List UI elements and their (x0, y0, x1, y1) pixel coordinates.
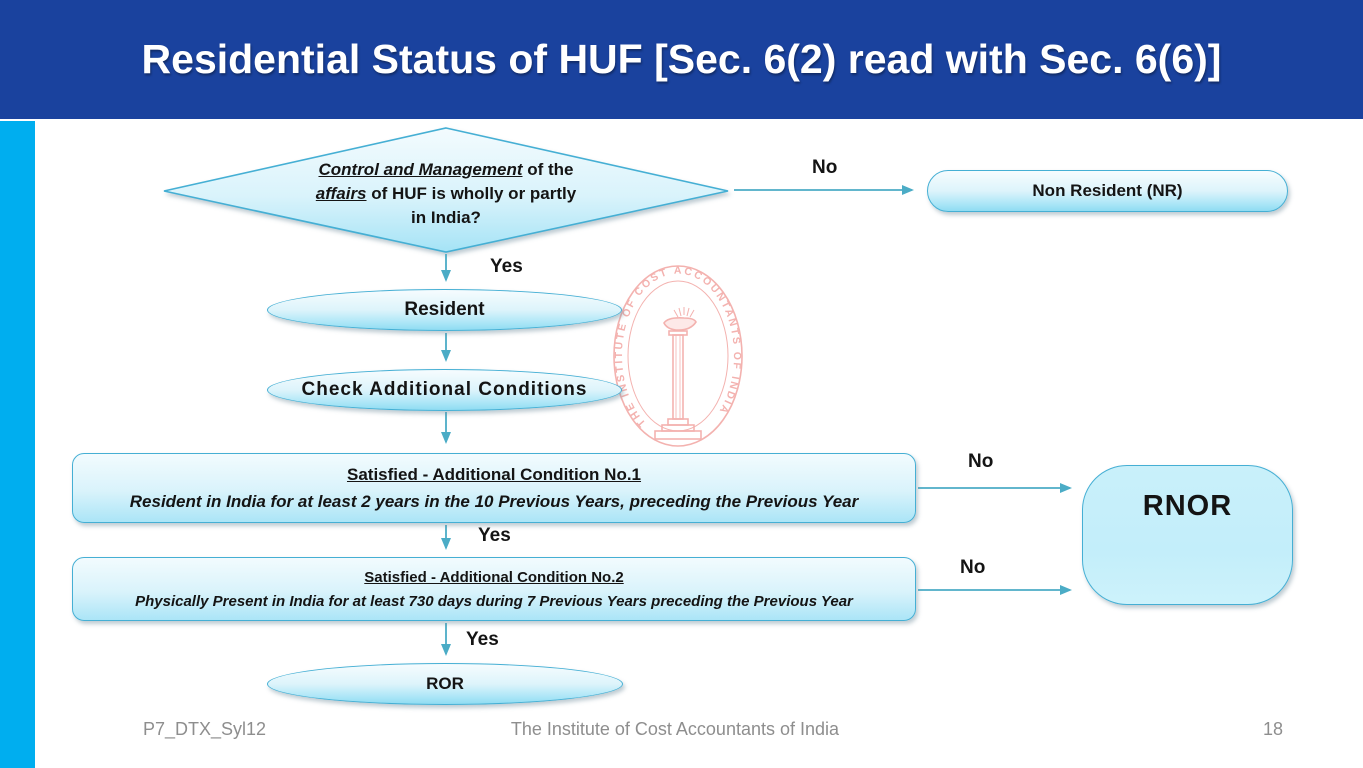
node-condition-2: Satisfied - Additional Condition No.2 Ph… (72, 557, 916, 621)
footer-page-number: 18 (1262, 719, 1283, 739)
condition-1-body: Resident in India for at least 2 years i… (129, 491, 859, 511)
institute-watermark-logo: THE INSTITUTE OF COST ACCOUNTANTS OF IND… (613, 265, 743, 447)
decision-diamond-text: Control and Management of the affairs of… (314, 158, 578, 230)
edge-label-yes-diamond: Yes (490, 256, 523, 277)
accent-stripe (0, 121, 35, 768)
decision-text-mid: of the (522, 160, 574, 179)
edge-label-no-cond1: No (968, 451, 994, 472)
condition-1-title: Satisfied - Additional Condition No.1 (346, 464, 642, 484)
node-non-resident: Non Resident (NR) (927, 170, 1288, 212)
edge-label-no-cond2: No (960, 557, 986, 578)
decision-text-end: of HUF is wholly or partly in India? (366, 184, 577, 227)
node-check-additional-conditions: Check Additional Conditions (267, 369, 622, 411)
condition-2-title: Satisfied - Additional Condition No.2 (364, 568, 624, 586)
condition-2-body: Physically Present in India for at least… (135, 592, 853, 610)
edge-label-yes-cond1: Yes (478, 525, 511, 546)
title-bar: Residential Status of HUF [Sec. 6(2) rea… (0, 0, 1363, 119)
footer-course-code: P7_DTX_Syl12 (143, 719, 267, 739)
page-title: Residential Status of HUF [Sec. 6(2) rea… (141, 36, 1222, 82)
node-rnor: RNOR (1082, 465, 1293, 605)
edge-label-yes-cond2: Yes (466, 629, 499, 650)
decision-text-affairs: affairs (315, 184, 367, 203)
node-ror: ROR (267, 663, 623, 705)
edge-label-no-diamond: No (812, 157, 838, 178)
decision-text-control-management: Control and Management (318, 160, 523, 179)
footer-institute-name: The Institute of Cost Accountants of Ind… (510, 719, 840, 739)
node-condition-1: Satisfied - Additional Condition No.1 Re… (72, 453, 916, 523)
svg-text:THE INSTITUTE OF COST ACCOUNTA: THE INSTITUTE OF COST ACCOUNTANTS OF IND… (613, 265, 743, 429)
node-resident: Resident (267, 289, 622, 331)
watermark-text: THE INSTITUTE OF COST ACCOUNTANTS OF IND… (613, 265, 742, 429)
